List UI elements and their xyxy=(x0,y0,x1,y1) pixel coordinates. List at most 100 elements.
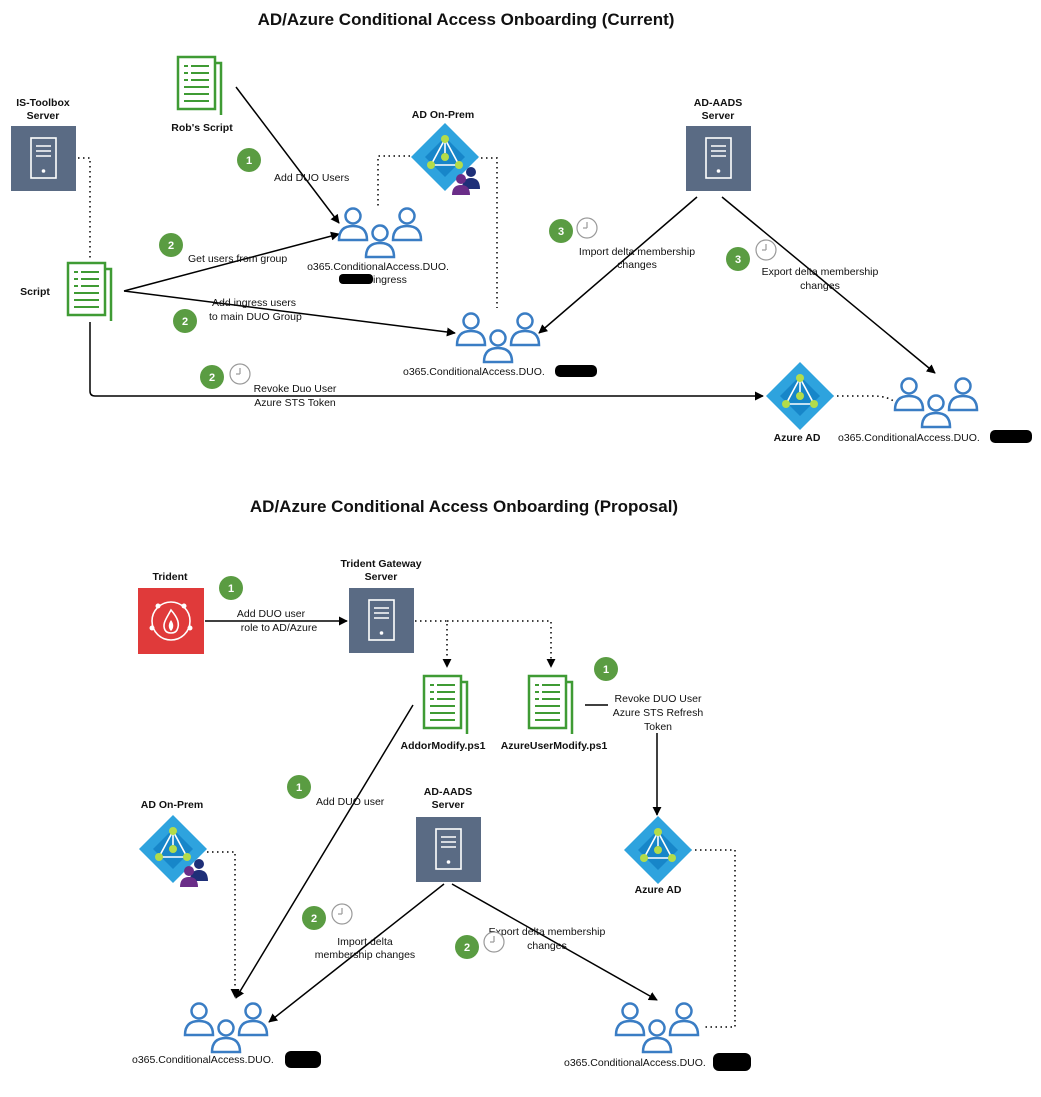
label-export-delta-2: changes xyxy=(527,940,567,952)
label-add-ingress-2: to main DUO Group xyxy=(209,311,302,323)
redaction xyxy=(339,274,373,284)
proposal-ad-aads-server: AD-AADS Server xyxy=(415,786,482,883)
azure-ad-icon xyxy=(765,361,835,431)
redaction xyxy=(990,430,1032,443)
label-import-delta-2: membership changes xyxy=(315,949,415,961)
azureusermodify-script: AzureUserModify.ps1 xyxy=(501,674,607,752)
current-script: Script xyxy=(20,261,113,323)
step-badge: 2 xyxy=(173,309,197,333)
trident-gateway-server: Trident Gateway Server xyxy=(340,558,422,654)
step-badge: 3 xyxy=(549,219,573,243)
robs-script-label: Rob's Script xyxy=(171,122,233,134)
azure-ad-icon xyxy=(623,815,693,885)
svg-text:1: 1 xyxy=(228,583,234,595)
redaction xyxy=(555,365,597,377)
label-revoke-2: Azure STS Token xyxy=(254,397,336,409)
server-icon xyxy=(348,587,415,654)
step-badge: 2 xyxy=(200,365,224,389)
clock-icon xyxy=(483,931,505,953)
group-azure: o365.ConditionalAccess.DUO. xyxy=(838,377,1032,444)
redaction xyxy=(285,1051,321,1068)
user-group-icon xyxy=(893,377,979,429)
clock-icon xyxy=(755,239,777,261)
svg-text:3: 3 xyxy=(558,226,564,238)
ad-onprem-label: AD On-Prem xyxy=(141,799,203,811)
script-label: Script xyxy=(20,286,50,298)
current-ad-onprem: AD On-Prem xyxy=(411,109,480,195)
group-ingress-label-2: ingress xyxy=(373,274,407,286)
svg-text:3: 3 xyxy=(735,254,741,266)
label-import-delta-2: changes xyxy=(617,259,657,271)
clock-icon xyxy=(576,217,598,239)
step-badge: 3 xyxy=(726,247,750,271)
step-badge: 1 xyxy=(237,148,261,172)
addormodify-script: AddorModify.ps1 xyxy=(401,674,486,752)
trident-icon xyxy=(137,587,205,655)
script-document-icon xyxy=(527,674,574,736)
addormodify-label: AddorModify.ps1 xyxy=(401,740,486,752)
gateway-label-1: Trident Gateway xyxy=(340,558,421,570)
proposal-ad-onprem: AD On-Prem xyxy=(139,799,208,887)
label-add-role-2: role to AD/Azure xyxy=(241,622,318,634)
group-right-label: o365.ConditionalAccess.DUO. xyxy=(564,1057,706,1069)
svg-text:1: 1 xyxy=(246,155,252,167)
current-azure-ad: Azure AD xyxy=(765,361,835,444)
proposal-title: AD/Azure Conditional Access Onboarding (… xyxy=(250,497,678,516)
current-connectors xyxy=(78,86,936,405)
label-add-role-1: Add DUO user xyxy=(237,608,306,620)
current-annotations: Add DUO Users Get users from group Add i… xyxy=(159,148,879,409)
server-icon xyxy=(685,125,752,192)
user-group-icon xyxy=(337,207,423,259)
is-toolbox-label-1: IS-Toolbox xyxy=(16,97,70,109)
clock-icon xyxy=(331,903,353,925)
script-document-icon xyxy=(422,674,469,736)
svg-text:2: 2 xyxy=(209,372,215,384)
ad-onprem-icon xyxy=(411,123,480,195)
server-icon xyxy=(10,125,77,192)
label-import-delta-1: Import delta xyxy=(337,936,393,948)
svg-text:1: 1 xyxy=(603,664,609,676)
ad-onprem-label: AD On-Prem xyxy=(412,109,474,121)
label-get-users: Get users from group xyxy=(188,253,287,265)
ad-aads-label-1: AD-AADS xyxy=(424,786,472,798)
label-revoke-2: Azure STS Refresh xyxy=(613,707,704,719)
current-title: AD/Azure Conditional Access Onboarding (… xyxy=(258,10,675,29)
step-badge: 2 xyxy=(159,233,183,257)
label-revoke-3: Token xyxy=(644,721,672,733)
label-add-duo-users: Add DUO Users xyxy=(274,172,349,184)
azure-ad-label: Azure AD xyxy=(774,432,821,444)
group-right: o365.ConditionalAccess.DUO. xyxy=(564,1002,751,1071)
user-group-icon xyxy=(183,1002,269,1054)
user-group-icon xyxy=(455,312,541,364)
group-left: o365.ConditionalAccess.DUO. xyxy=(132,1002,321,1068)
step-badge: 1 xyxy=(594,657,618,681)
ad-onprem-icon xyxy=(139,815,208,887)
group-left-label: o365.ConditionalAccess.DUO. xyxy=(132,1054,274,1066)
label-export-delta-1: Export delta membership xyxy=(489,926,606,938)
ad-aads-label-2: Server xyxy=(432,799,465,811)
label-export-delta-1: Export delta membership xyxy=(762,266,879,278)
current-ad-aads-server: AD-AADS Server xyxy=(685,97,752,192)
group-main-label: o365.ConditionalAccess.DUO. xyxy=(403,366,545,378)
trident: Trident xyxy=(137,571,205,655)
proposal-azure-ad: Azure AD xyxy=(623,815,693,896)
ad-aads-label-1: AD-AADS xyxy=(694,97,742,109)
group-main: o365.ConditionalAccess.DUO. xyxy=(403,312,597,378)
svg-text:2: 2 xyxy=(464,942,470,954)
proposal-connectors xyxy=(205,616,736,1028)
label-export-delta-2: changes xyxy=(800,280,840,292)
script-document-icon xyxy=(176,55,223,117)
step-badge: 1 xyxy=(219,576,243,600)
svg-text:2: 2 xyxy=(168,240,174,252)
is-toolbox-server: IS-Toolbox Server xyxy=(10,97,77,192)
user-group-icon xyxy=(614,1002,700,1054)
svg-text:2: 2 xyxy=(311,913,317,925)
label-revoke-1: Revoke DUO User xyxy=(615,693,702,705)
group-azure-label: o365.ConditionalAccess.DUO. xyxy=(838,432,980,444)
ad-aads-label-2: Server xyxy=(702,110,735,122)
server-icon xyxy=(415,816,482,883)
trident-label: Trident xyxy=(152,571,188,583)
script-document-icon xyxy=(66,261,113,323)
is-toolbox-label-2: Server xyxy=(27,110,60,122)
